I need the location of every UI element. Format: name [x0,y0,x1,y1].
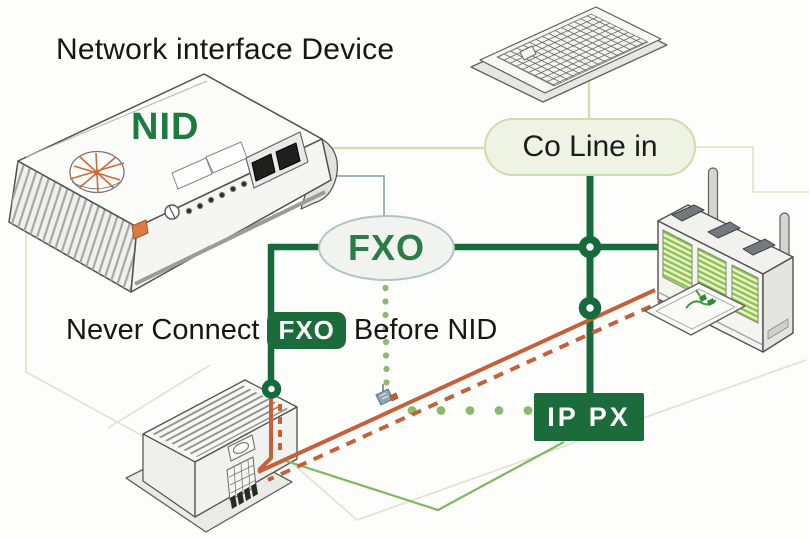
fxo-label: FXO [347,227,425,268]
nid-led-row [185,180,248,215]
pbx-box-device [125,379,298,533]
compass-star-icon [69,150,125,194]
router-cable-detail [685,289,717,309]
block-button [519,45,537,61]
node-fxo-drop [261,379,282,399]
co-line-label: Co Line in [522,130,658,163]
diagram-title: Network interface Device [56,33,395,66]
node-co-fxo [578,235,602,259]
ippx-node: IP PX [534,393,644,441]
wireless-router-device [644,167,794,353]
pale-line-nid-to-pbx [25,208,153,442]
nid-device-label: NID [131,106,200,148]
nid-port-2 [275,142,301,171]
co-line-node: Co Line in [484,118,696,176]
fxo-node: FXO [318,215,455,281]
pale-line-floor-left [107,364,211,429]
warning-post: Before NID [353,314,498,346]
dotted-green-line-ippx [407,406,533,415]
ippx-label: IP PX [547,401,631,432]
pale-line-floor-v [291,359,807,522]
warning-text: Never Connect FXO Before NID [66,312,497,349]
orange-lines [257,288,668,482]
line-pbx-to-ippx [285,441,565,512]
orange-diagonal-dashed [267,297,668,482]
nid-power-led [131,219,149,240]
line-nid-to-fxo [316,175,385,216]
nid-modem-device [8,73,338,293]
phone-plug-icon [375,384,399,406]
nid-port-1 [251,153,276,182]
warning-pre: Never Connect [66,314,260,346]
terminal-block-device [470,6,668,103]
warning-fxo-badge: FXO [267,312,346,349]
node-co-orange [578,296,602,320]
junction-nodes [261,235,602,399]
orange-drop-solid [257,398,273,472]
dotted-green-line-fxo [382,284,390,386]
orange-diagonal-solid [257,288,656,474]
